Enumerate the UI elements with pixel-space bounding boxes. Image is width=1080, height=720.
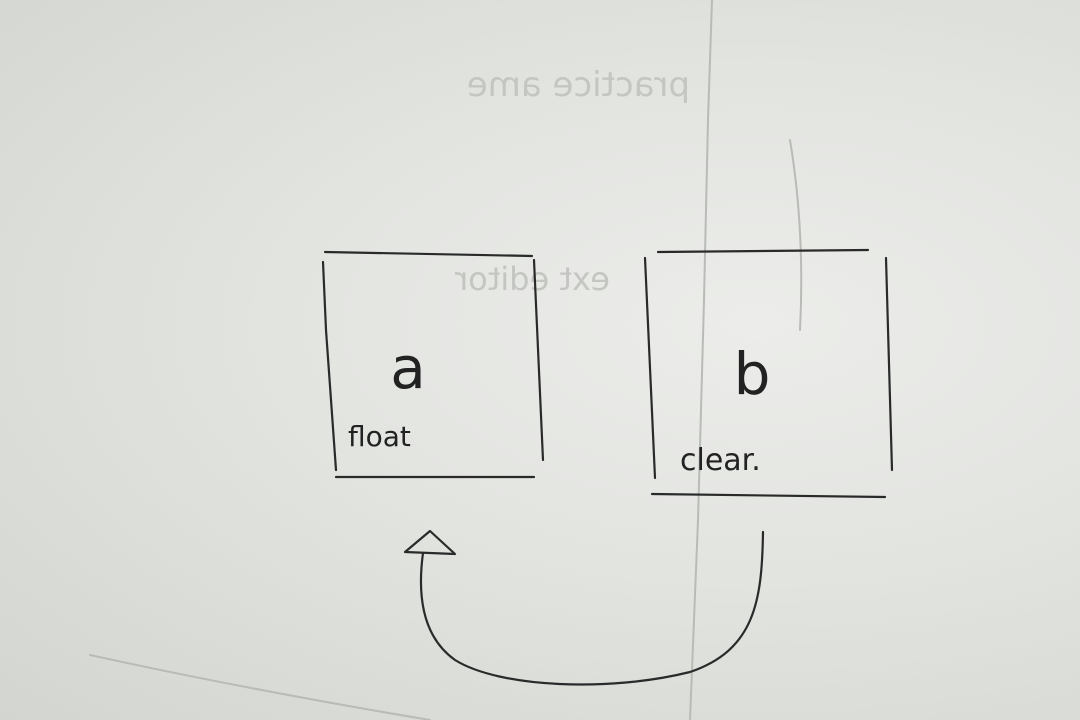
box-a-left-edge-lower xyxy=(324,328,338,472)
arrow-curve xyxy=(419,530,765,686)
box-b-top-edge xyxy=(656,248,870,254)
box-a: a float xyxy=(321,250,545,479)
box-a-left-edge-upper xyxy=(321,260,328,332)
box-a-label: float xyxy=(348,420,411,453)
show-through-text-1: practice ame xyxy=(467,65,690,105)
box-b-label: clear. xyxy=(680,443,761,478)
show-through-bottom-line xyxy=(89,654,431,720)
box-b-letter: b xyxy=(734,340,771,408)
box-a-letter: a xyxy=(390,334,426,402)
arrow-head-icon xyxy=(403,529,457,556)
box-a-top-edge xyxy=(323,250,534,258)
box-b-right-edge xyxy=(884,256,894,472)
box-b-left-edge xyxy=(643,256,657,480)
show-through-vertical-line xyxy=(689,0,713,720)
box-a-right-edge xyxy=(532,258,545,462)
show-through-curve xyxy=(789,139,803,331)
box-b: b clear. xyxy=(643,248,894,499)
show-through-layer: practice ame ext editor xyxy=(89,0,803,720)
arrow-b-to-a xyxy=(403,529,765,686)
show-through-text-2: ext editor xyxy=(454,260,610,298)
box-b-bottom-edge xyxy=(650,492,887,499)
